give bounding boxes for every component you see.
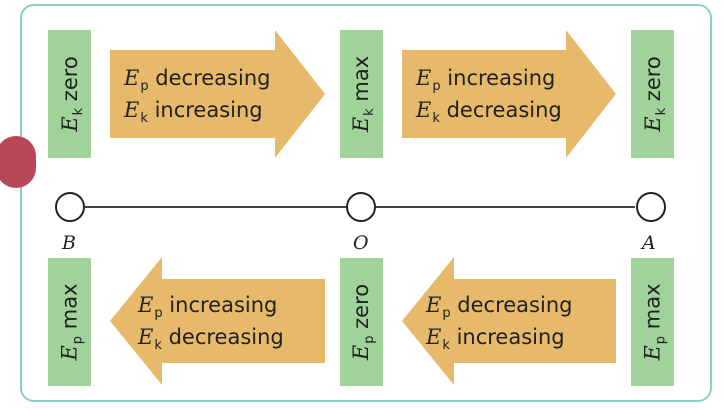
box-o-kinetic: Ek max: [340, 30, 383, 158]
point-b-node: [55, 192, 85, 222]
point-a-label: A: [642, 232, 656, 254]
box-b-potential: Ep max: [48, 258, 91, 386]
arrow-o-to-a: Ep increasing Ek decreasing: [402, 30, 616, 160]
point-o-node: [346, 192, 376, 222]
box-a-potential: Ep max: [631, 258, 674, 386]
point-b-label: B: [62, 232, 76, 254]
box-a-kinetic: Ek zero: [631, 30, 674, 158]
arrow-b-to-o: Ep decreasing Ek increasing: [110, 30, 325, 160]
arrow-o-to-b: Ep increasing Ek decreasing: [110, 257, 325, 387]
arrow-a-to-o: Ep decreasing Ek increasing: [402, 257, 616, 387]
box-b-kinetic: Ek zero: [48, 30, 91, 158]
point-a-node: [636, 192, 666, 222]
box-o-potential: Ep zero: [340, 258, 383, 386]
point-o-label: O: [353, 232, 369, 254]
side-badge: [0, 136, 36, 188]
